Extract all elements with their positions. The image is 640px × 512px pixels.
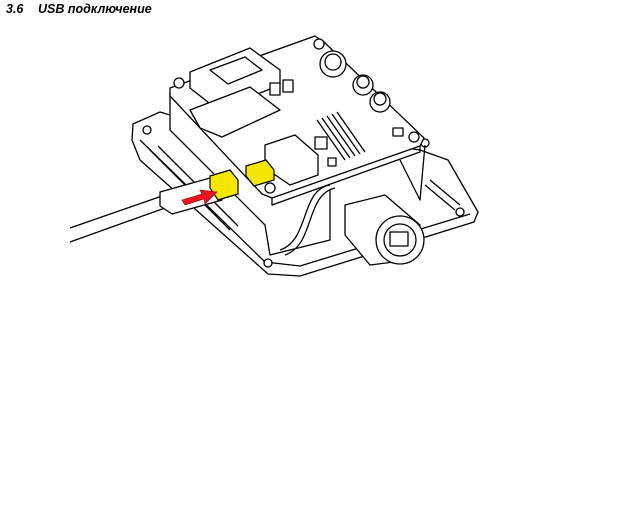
usb-socket-highlight bbox=[245, 159, 275, 187]
usb-cable bbox=[69, 195, 166, 243]
insert-arrow-icon bbox=[181, 189, 218, 206]
section-heading: 3.6 USB подключение bbox=[6, 2, 152, 16]
section-title: USB подключение bbox=[38, 2, 152, 16]
section-number: 3.6 bbox=[6, 2, 24, 16]
usb-port-highlight bbox=[209, 169, 239, 201]
